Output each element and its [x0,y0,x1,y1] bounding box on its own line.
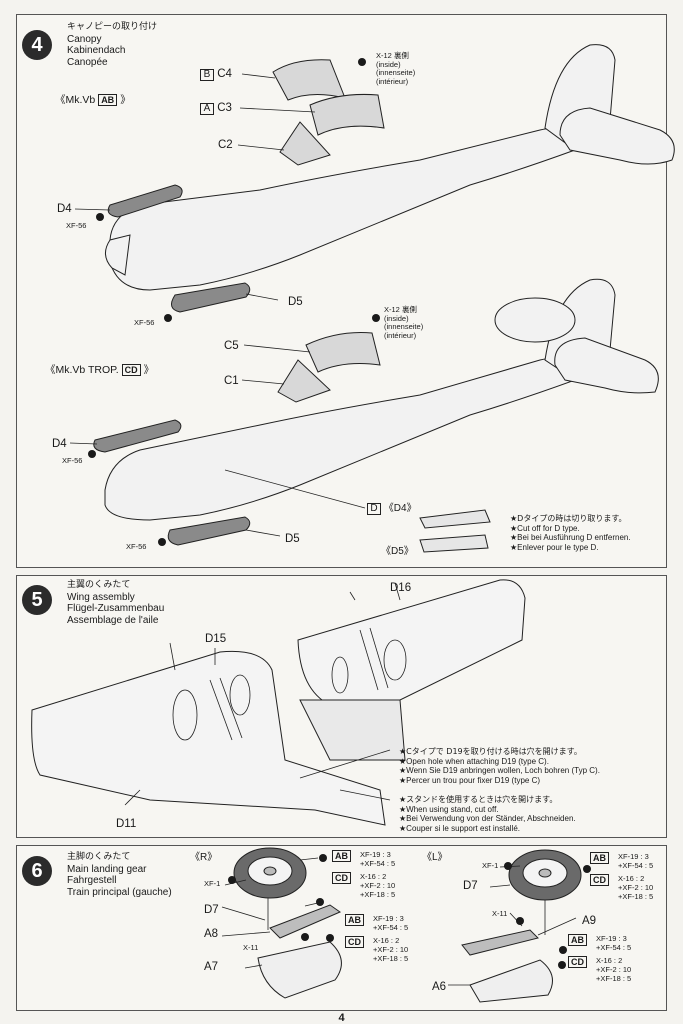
part-d5-bottom-label: D5 [285,533,300,545]
paint-x12-lower: X-12 裏側 (inside) (innenseite) (intérieur… [384,305,424,340]
tag-cd-right-2: CD [345,936,367,948]
tag-cd-right-1: CD [332,872,354,884]
part-d4-bottom-label: D4 [52,438,67,450]
hole-note: ★Cタイプで D19を取り付ける時は穴を開けます。 ★Open hole whe… [399,747,600,785]
paint-cd-right-1: X-16 : 2 +XF-2 : 10 +XF-18 : 5 [360,872,396,899]
paint-xf56-d5-bottom: XF-56 [126,542,147,551]
page-number: 4 [338,1012,345,1024]
tag-cd-left-1: CD [590,874,612,886]
d-d4-label: D 《D4》 [367,503,417,515]
tag-ab-left-1: AB [590,852,612,864]
part-d15-label: D15 [205,633,227,645]
tag-ab-left-2: AB [568,934,590,946]
title-jp: 主翼のくみたて [67,580,131,590]
variant-cd-label: 《Mk.Vb TROP. CD》 [45,364,155,376]
paint-x11-right: X-11 [243,943,259,952]
tag-ab-right-1: AB [332,850,354,862]
paint-ab-right-1: XF-19 : 3 +XF-54 : 5 [360,850,396,868]
step-title: キャノピーの取り付け Canopy Kabinendach Canopée [67,22,157,68]
title-en: Wing assembly [67,591,135,603]
part-a6-label: A6 [432,981,447,993]
part-d7-right-label: D7 [204,904,219,916]
part-c2-label: C2 [218,139,233,151]
title-jp: キャノピーの取り付け [67,22,158,32]
paint-x11-left: X-11 [492,909,508,918]
part-a8-label: A8 [204,928,219,940]
part-c3-label: A C3 [200,102,232,115]
paint-ab-left-2: XF-19 : 3 +XF-54 : 5 [596,934,632,952]
paint-xf56-top: XF-56 [66,221,87,230]
title-de: Kabinendach [67,45,126,56]
step-number: 6 [22,856,52,886]
variant-ab-tags: AB [98,94,118,106]
variant-ab-label: 《Mk.Vb AB》 [55,94,131,106]
paint-xf56-d5-top: XF-56 [134,318,155,327]
title-de: Flügel-Zusammenbau [67,603,165,614]
title-fr: Train principal (gauche) [67,886,172,898]
title-fr: Canopée [67,56,108,68]
step-title: 主脚のくみたて Main landing gear Fahrgestell Tr… [67,852,172,898]
part-c1-label: C1 [224,375,239,387]
title-de: Fahrgestell [67,875,117,886]
part-a7-label: A7 [204,961,219,973]
part-d5-top-label: D5 [288,296,303,308]
right-side-label: 《R》 [190,852,218,863]
title-en: Canopy [67,33,102,45]
tag-ab-right-2: AB [345,914,367,926]
tag-cd-left-2: CD [568,956,590,968]
cutoff-note: ★Dタイプの時は切り取ります。 ★Cut off for D type. ★Be… [510,514,631,552]
left-side-label: 《L》 [422,852,448,863]
paint-ab-right-2: XF-19 : 3 +XF-54 : 5 [373,914,409,932]
part-d4-top-label: D4 [57,203,72,215]
paint-xf1-right: XF-1 [204,879,221,888]
title-jp: 主脚のくみたて [67,852,131,862]
part-d7-left-label: D7 [463,880,478,892]
paint-ab-left-1: XF-19 : 3 +XF-54 : 5 [618,852,654,870]
part-d16-label: D16 [390,582,412,594]
part-c4-label: B C4 [200,68,232,81]
d-d5-label: 《D5》 [381,546,414,557]
title-en: Main landing gear [67,863,147,875]
paint-cd-left-1: X-16 : 2 +XF-2 : 10 +XF-18 : 5 [618,874,654,901]
paint-cd-left-2: X-16 : 2 +XF-2 : 10 +XF-18 : 5 [596,956,632,983]
paint-x12-upper: X-12 裏側 (inside) (innenseite) (intérieur… [376,51,416,86]
title-fr: Assemblage de l'aile [67,614,159,626]
part-a9-label: A9 [582,915,597,927]
paint-xf1-left: XF-1 [482,861,499,870]
step-number: 5 [22,585,52,615]
step-number: 4 [22,30,52,60]
paint-cd-right-2: X-16 : 2 +XF-2 : 10 +XF-18 : 5 [373,936,409,963]
part-c5-label: C5 [224,340,239,352]
stand-note: ★スタンドを使用するときは穴を開けます。 ★When using stand, … [399,795,576,833]
part-d11-label: D11 [116,818,137,830]
step-title: 主翼のくみたて Wing assembly Flügel-Zusammenbau… [67,580,164,626]
variant-cd-tags: CD [121,364,141,376]
paint-xf56-bottom: XF-56 [62,456,83,465]
